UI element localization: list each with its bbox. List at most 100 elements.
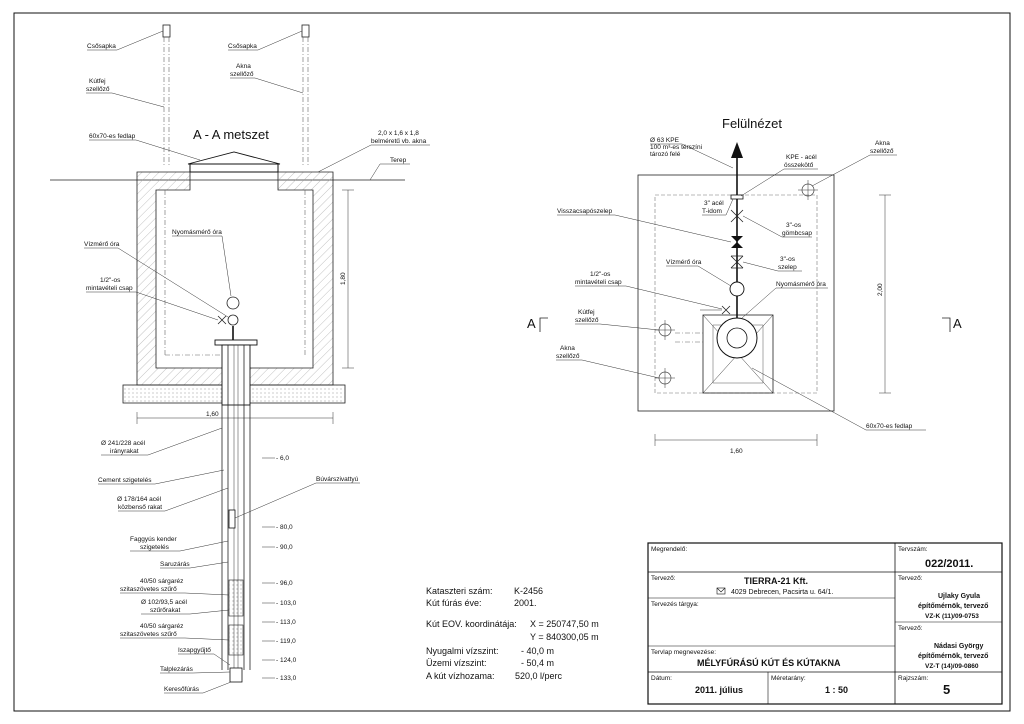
section-view: A - A metszet [50, 24, 430, 694]
info-value: X = 250747,50 m [530, 619, 599, 629]
shaft-lid [189, 163, 279, 173]
tb-designer3-label: Tervező: [898, 625, 923, 632]
depth-mark: - 90,0 [276, 544, 293, 551]
label-cap2: Csősapka [228, 43, 257, 50]
label-lid: 60x70-es fedlap [89, 133, 136, 140]
plan-lid [702, 314, 774, 394]
tb-sheet-name-label: Tervlap megnevezése: [651, 649, 716, 656]
dim-width-label: 1,60 [206, 411, 219, 418]
depth-mark: - 80,0 [276, 524, 293, 531]
check-valve-symbol [731, 236, 743, 248]
tb-designer-title: építőmérnök, tervező [918, 603, 988, 610]
tb-date-label: Dátum: [651, 675, 672, 682]
tb-date: 2011. július [695, 685, 743, 695]
tb-designer2-name: Nádasi György [934, 643, 984, 650]
info-label: Nyugalmi vízszint: [426, 646, 499, 656]
depth-mark: - 96,0 [276, 580, 293, 587]
tb-designer-name: Ujlaky Gyula [938, 593, 980, 600]
label-pressure-gauge-plan: Nyomásmérő óra [776, 281, 826, 288]
label-pump: Búvárszivattyú [316, 476, 359, 483]
tb-designer2-reg: VZ-T (14)/09-0860 [925, 663, 979, 670]
flow-arrow [731, 142, 743, 158]
depth-marks: - 6,0 - 80,0 - 90,0 - 96,0 - 103,0 - 113… [262, 455, 297, 682]
info-value: 2001. [514, 598, 537, 608]
tb-address: 4029 Debrecen, Pacsirta u. 64/1. [731, 589, 833, 596]
cut-mark-left: A [527, 316, 536, 331]
plan-title: Felülnézet [722, 116, 782, 131]
info-label: Kút fúrás éve: [426, 598, 482, 608]
info-value: K-2456 [514, 586, 543, 596]
label-check-valve: Visszacsapószelep [557, 208, 613, 215]
tb-designer-label: Tervező: [651, 575, 676, 582]
plan-view: Felülnézet A A [527, 116, 962, 455]
info-value: 520,0 l/perc [515, 671, 563, 681]
well-head-circle [716, 317, 758, 359]
info-value: Y = 840300,05 m [530, 632, 599, 642]
tb-sheet-name: MÉLYFÚRÁSÚ KÚT ÉS KÚTAKNA [697, 657, 841, 668]
info-value: - 40,0 m [521, 646, 554, 656]
pressure-gauge-symbol [226, 296, 240, 310]
tb-drawing-label: Rajzszám: [898, 675, 929, 682]
tb-designer2-title: építőmérnök, tervező [918, 653, 988, 660]
label-borehole: Keresőfúrás [164, 686, 200, 693]
depth-mark: - 6,0 [276, 455, 289, 462]
lid-cover [187, 151, 281, 165]
casing-top [221, 344, 251, 406]
title-block: Megrendelő: Tervszám: 022/2011. Tervező:… [647, 542, 1003, 705]
dim-height-label: 1,80 [340, 272, 347, 285]
info-label: A kút vízhozama: [426, 671, 495, 681]
label-water-meter-plan: Vízmérő óra [666, 259, 702, 266]
filter-1 [228, 579, 244, 617]
depth-mark: - 133,0 [276, 675, 297, 682]
sheet-border [13, 12, 1011, 712]
label-cap1: Csősapka [87, 43, 116, 50]
tb-subject-label: Tervezés tárgya: [651, 601, 699, 608]
pump-symbol [228, 509, 236, 529]
pipe-cap-right [301, 24, 310, 38]
label-shoe: Saruzárás [160, 561, 190, 568]
plan-dim-height: 2,00 [877, 283, 884, 296]
tb-plan-no: 022/2011. [925, 558, 973, 570]
plan-dim-width: 1,60 [730, 448, 743, 455]
pipe-cap-left [162, 24, 171, 38]
depth-mark: - 103,0 [276, 600, 297, 607]
label-lid-plan: 60x70-es fedlap [866, 423, 913, 430]
label-water-meter: Vízmérő óra [84, 241, 120, 248]
depth-mark: - 124,0 [276, 657, 297, 664]
label-base: Talplezárás [160, 666, 194, 673]
ball-valve-symbol [730, 209, 744, 223]
water-meter-symbol [729, 281, 745, 297]
tb-scale-label: Méretarány: [771, 675, 806, 682]
label-ground: Terep [390, 157, 407, 164]
info-label: Kataszteri szám: [426, 586, 493, 596]
well-info: Kataszteri szám: K-2456 Kút fúrás éve: 2… [426, 586, 599, 681]
cut-mark-right: A [953, 316, 962, 331]
envelope-icon [716, 587, 726, 595]
tb-company: TIERRA-21 Kft. [744, 576, 808, 586]
tb-drawing-no: 5 [943, 682, 950, 697]
tb-plan-no-label: Tervszám: [898, 546, 928, 553]
filter-2 [228, 624, 244, 656]
depth-mark: - 113,0 [276, 619, 296, 626]
tb-scale: 1 : 50 [825, 685, 848, 695]
tb-client-label: Megrendelő: [651, 546, 687, 553]
label-cement: Cement szigetelés [98, 477, 152, 484]
